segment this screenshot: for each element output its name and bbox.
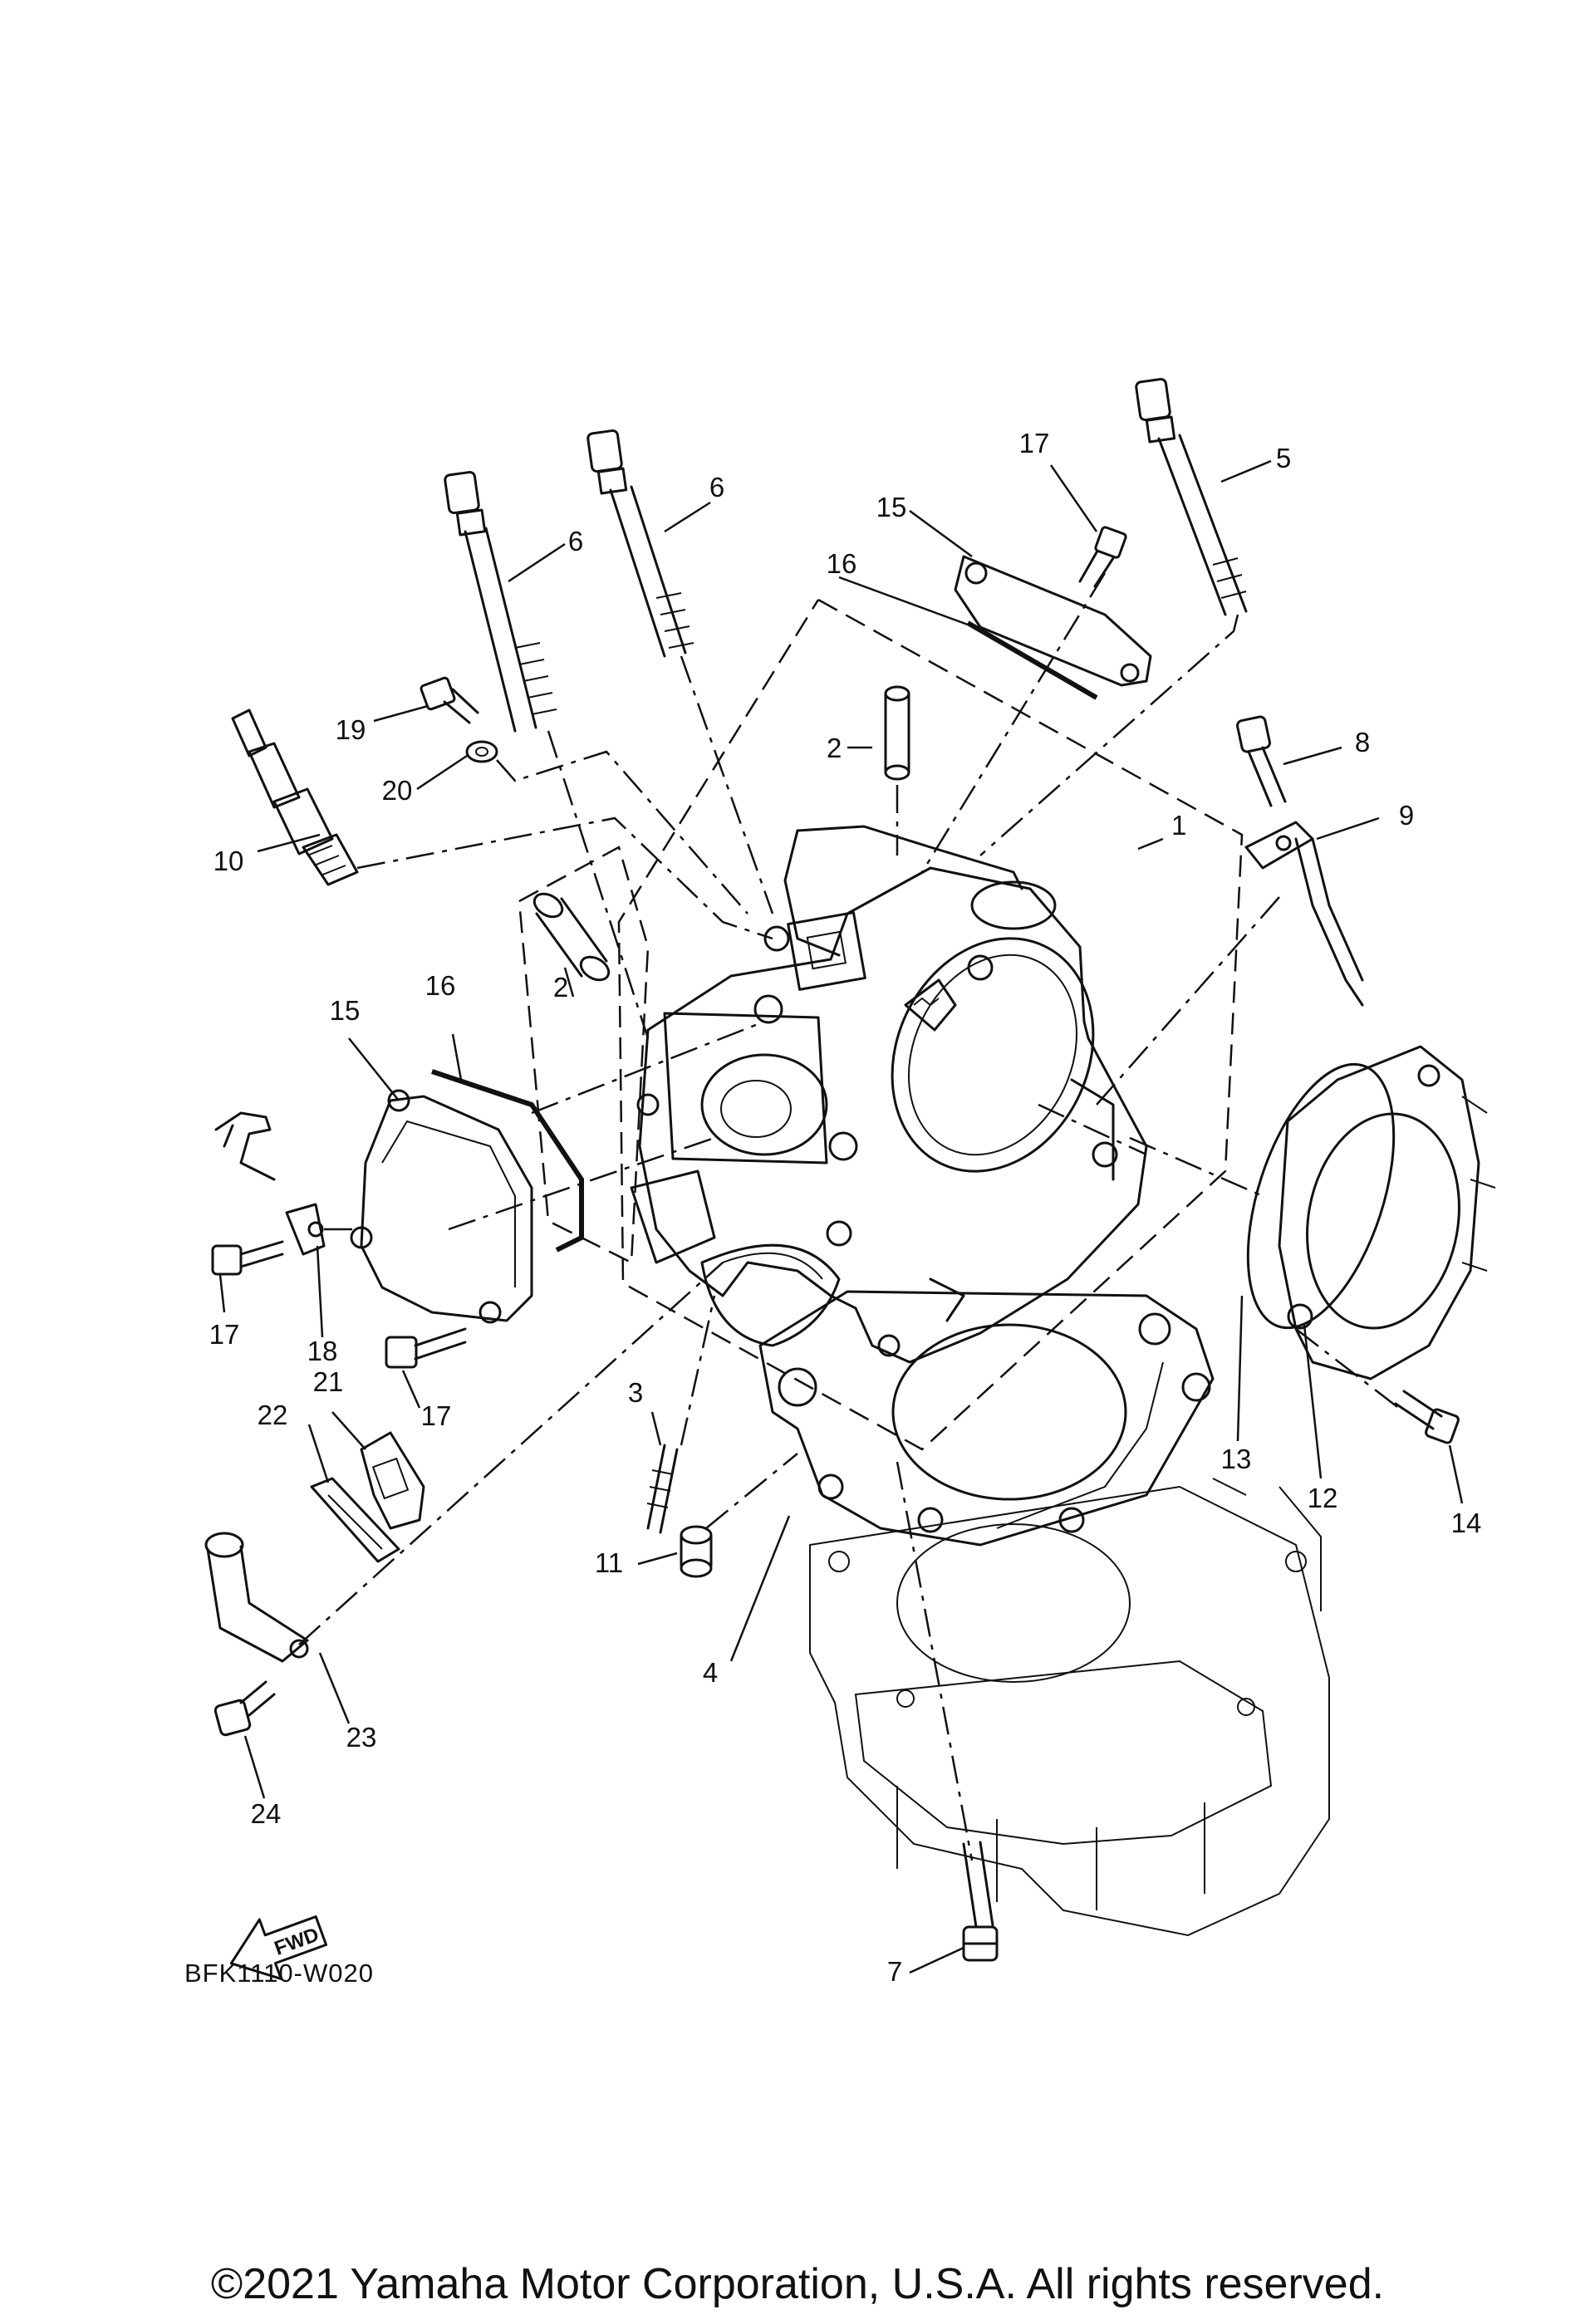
reed-valve-21	[360, 1431, 425, 1530]
callout-4: 4	[703, 1657, 718, 1688]
callout-9: 9	[1399, 800, 1414, 831]
breather-pipe	[214, 1111, 276, 1181]
plate-22	[310, 1477, 400, 1563]
bolt-8	[1236, 715, 1287, 807]
callout-16-top: 16	[827, 548, 857, 579]
callout-19: 19	[336, 714, 366, 745]
valve-cover-top	[954, 555, 1152, 700]
long-bolt-middle	[586, 429, 694, 658]
bracket-9	[1244, 821, 1364, 1007]
callout-20: 20	[382, 775, 413, 806]
dowel-11	[680, 1525, 713, 1578]
callout-23: 23	[346, 1722, 377, 1753]
cylinder-head	[630, 825, 1148, 1364]
callout-15-left: 15	[330, 995, 361, 1026]
callout-24: 24	[251, 1798, 282, 1829]
callout-22: 22	[258, 1400, 288, 1430]
washer-20	[465, 740, 498, 763]
leader-lines	[218, 459, 1464, 1974]
diagram-code: BFK1110-W020	[184, 1959, 374, 1988]
callout-2-top: 2	[827, 733, 842, 763]
alignment-lines	[298, 572, 1405, 1861]
callout-1: 1	[1171, 810, 1186, 841]
callout-17-left: 17	[209, 1319, 240, 1350]
callout-2-left: 2	[553, 972, 568, 1003]
bolt-19	[420, 676, 479, 724]
forward-arrow-icon: FWD	[229, 1915, 328, 1980]
callout-15-top: 15	[876, 492, 907, 522]
callout-6-mid: 6	[709, 472, 724, 503]
callout-3: 3	[628, 1377, 643, 1408]
callout-17-top: 17	[1019, 428, 1050, 458]
callout-5: 5	[1276, 443, 1291, 473]
callout-12: 12	[1308, 1483, 1338, 1513]
assembly-outline-head	[518, 598, 1244, 1451]
copyright-notice: ©2021 Yamaha Motor Corporation, U.S.A. A…	[210, 2260, 1385, 2308]
cylinder-block	[809, 1478, 1330, 1937]
small-bolt-top	[1078, 526, 1127, 588]
stud-3	[646, 1444, 679, 1534]
clip-18	[285, 1203, 326, 1256]
callout-6-left: 6	[568, 526, 583, 556]
intake-cover	[1278, 1045, 1496, 1380]
callout-8: 8	[1355, 727, 1370, 758]
spark-plug	[231, 708, 359, 886]
bolt-17-left	[211, 1240, 284, 1276]
callout-14: 14	[1451, 1508, 1482, 1538]
callout-labels: 1 2 2 3 4 5 6 6 7 8 9 10 11 12 13 14 15 …	[209, 428, 1482, 1987]
bolt-14	[1394, 1390, 1460, 1444]
callout-11: 11	[595, 1547, 623, 1578]
head-gasket	[758, 1290, 1215, 1547]
bolt-17-mid	[385, 1327, 467, 1369]
callout-17-mid: 17	[421, 1400, 452, 1431]
bolt-7	[962, 1841, 999, 1962]
callout-7: 7	[887, 1956, 902, 1987]
valve-cover-left	[350, 1089, 533, 1324]
dowel-pin-left	[532, 892, 611, 982]
callout-21: 21	[313, 1366, 344, 1397]
callout-18: 18	[307, 1336, 338, 1366]
dowel-pin-top	[884, 685, 910, 781]
bolt-24	[213, 1680, 276, 1737]
callout-16-left: 16	[425, 970, 456, 1001]
pipe-23	[204, 1532, 309, 1663]
long-bolt-right	[1135, 377, 1248, 616]
callout-10: 10	[213, 846, 244, 876]
gasket-left	[431, 1069, 584, 1253]
o-ring-13	[1246, 1062, 1396, 1330]
long-bolt-left	[444, 470, 557, 733]
callout-13: 13	[1221, 1444, 1252, 1474]
